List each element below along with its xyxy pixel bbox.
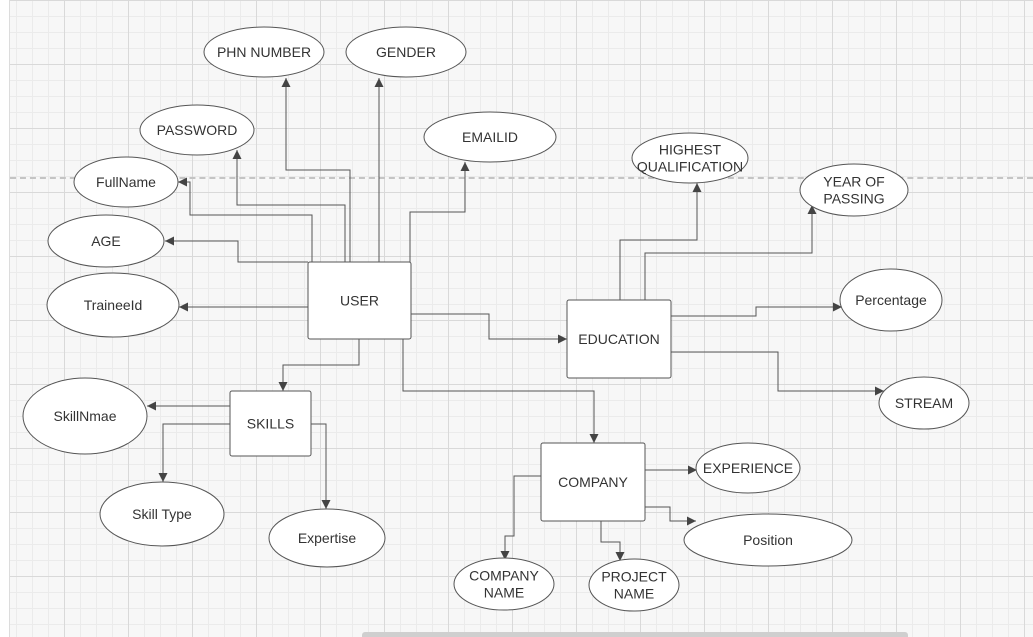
connector-skills-expertise[interactable] (311, 423, 331, 509)
connector-company-company-name[interactable] (500, 475, 541, 560)
attribute-project-name-label: NAME (614, 586, 654, 602)
entity-user-box[interactable] (307, 261, 412, 340)
connector-education-year-of-passing[interactable] (644, 205, 817, 300)
attribute-fullname-label: FullName (96, 174, 156, 190)
attribute-stream-label: STREAM (895, 395, 953, 411)
attribute-year-of-passing-label: PASSING (823, 191, 884, 207)
attribute-password[interactable]: PASSWORD (139, 104, 255, 156)
entity-skills[interactable]: SKILLS (229, 390, 312, 457)
connectors (147, 78, 884, 561)
attribute-highest-qualification-shape[interactable] (631, 132, 749, 184)
attribute-highest-qualification-label: QUALIFICATION (637, 159, 743, 175)
attribute-expertise-shape[interactable] (268, 508, 386, 568)
attribute-skill-type[interactable]: Skill Type (99, 481, 225, 547)
attribute-phn-number-shape[interactable] (203, 26, 325, 78)
attribute-expertise[interactable]: Expertise (268, 508, 386, 568)
attributes: PHN NUMBER GENDER PASSWORD EMAILID FullNameA… (22, 26, 970, 612)
attribute-age-shape[interactable] (47, 214, 165, 268)
entity-education-label: EDUCATION (578, 331, 659, 347)
connector-company-position[interactable] (645, 506, 696, 526)
attribute-percentage-label: Percentage (855, 292, 927, 308)
entity-company-label: COMPANY (558, 474, 628, 490)
attribute-percentage-shape[interactable] (839, 268, 943, 332)
attribute-skillnmae-shape[interactable] (22, 377, 148, 455)
connector-education-highest-qualification[interactable] (619, 183, 702, 300)
attribute-age-label: AGE (91, 233, 121, 249)
attribute-gender-shape[interactable] (345, 26, 467, 78)
attribute-traineeid[interactable]: TraineeId (46, 272, 180, 338)
connector-user-education[interactable] (411, 313, 567, 344)
attribute-project-name-shape[interactable] (588, 558, 680, 612)
attribute-experience-shape[interactable] (695, 442, 801, 494)
connector-user-age[interactable] (165, 236, 308, 263)
left-rail (0, 0, 10, 637)
attribute-year-of-passing-label: YEAR OF (823, 174, 884, 190)
connector-user-company[interactable] (402, 339, 599, 443)
attribute-emailid-label: EMAILID (462, 129, 518, 145)
attribute-skill-type-shape[interactable] (99, 481, 225, 547)
entity-company-box[interactable] (540, 442, 646, 522)
attribute-position-shape[interactable] (683, 513, 853, 567)
entity-skills-label: SKILLS (247, 416, 294, 432)
attribute-company-name-shape[interactable] (453, 557, 555, 611)
connector-user-fullname[interactable] (178, 177, 313, 262)
attribute-password-shape[interactable] (139, 104, 255, 156)
entity-user-label: USER (340, 293, 379, 309)
connector-user-skills[interactable] (278, 339, 360, 391)
attribute-password-label: PASSWORD (157, 122, 238, 138)
entity-education-box[interactable] (566, 299, 672, 379)
attribute-company-name-label: COMPANY (469, 568, 539, 584)
attribute-stream[interactable]: STREAM (878, 376, 970, 430)
attribute-age[interactable]: AGE (47, 214, 165, 268)
connector-user-emailid[interactable] (409, 162, 470, 262)
attribute-phn-number-label: PHN NUMBER (217, 44, 311, 60)
connector-user-password[interactable] (232, 150, 346, 262)
attribute-skillnmae[interactable]: SkillNmae (22, 377, 148, 455)
horizontal-scrollbar[interactable] (362, 632, 908, 637)
attribute-position-label: Position (743, 532, 793, 548)
attribute-expertise-label: Expertise (298, 530, 357, 546)
attribute-project-name-label: PROJECT (601, 569, 667, 585)
connector-education-percentage[interactable] (671, 302, 842, 317)
connector-user-phn-number[interactable] (281, 78, 351, 262)
attribute-traineeid-label: TraineeId (84, 297, 143, 313)
attribute-phn-number[interactable]: PHN NUMBER (203, 26, 325, 78)
entity-user[interactable]: USER (307, 261, 412, 340)
attribute-skill-type-label: Skill Type (132, 506, 192, 522)
entity-skills-box[interactable] (229, 390, 312, 457)
entities: USER EDUCATION SKILLS COMPANY (229, 261, 672, 522)
page-break-line (10, 177, 1033, 179)
attribute-highest-qualification-label: HIGHEST (659, 142, 722, 158)
entity-education[interactable]: EDUCATION (566, 299, 672, 379)
attribute-stream-shape[interactable] (878, 376, 970, 430)
attribute-position[interactable]: Position (683, 513, 853, 567)
attribute-experience-label: EXPERIENCE (703, 460, 793, 476)
attribute-skillnmae-label: SkillNmae (53, 408, 116, 424)
attribute-fullname[interactable]: FullName (73, 156, 179, 208)
entity-company[interactable]: COMPANY (540, 442, 646, 522)
attribute-company-name-label: NAME (484, 585, 524, 601)
connector-company-project-name[interactable] (600, 521, 625, 561)
connector-skills-skill-type[interactable] (158, 423, 230, 482)
attribute-emailid[interactable]: EMAILID (423, 111, 557, 163)
attribute-emailid-shape[interactable] (423, 111, 557, 163)
attribute-gender-label: GENDER (376, 44, 436, 60)
attribute-experience[interactable]: EXPERIENCE (695, 442, 801, 494)
attribute-year-of-passing-shape[interactable] (799, 163, 909, 217)
attribute-percentage[interactable]: Percentage (839, 268, 943, 332)
attribute-fullname-shape[interactable] (73, 156, 179, 208)
attribute-gender[interactable]: GENDER (345, 26, 467, 78)
attribute-traineeid-shape[interactable] (46, 272, 180, 338)
connector-education-stream[interactable] (671, 351, 884, 396)
